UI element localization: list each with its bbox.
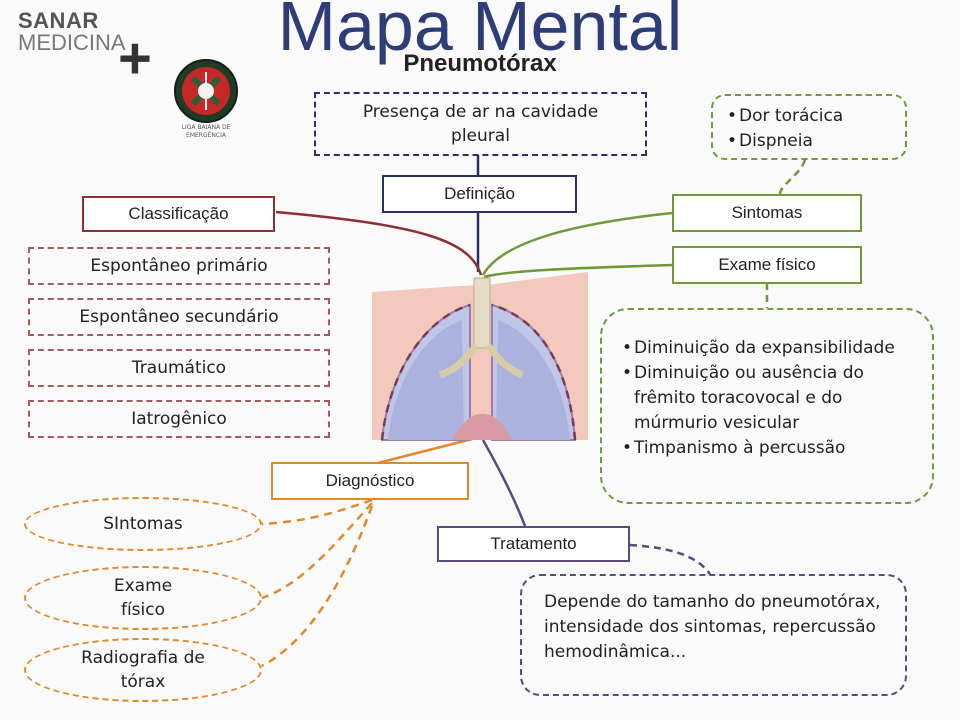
sintomas-label: Sintomas: [731, 203, 803, 222]
classificacao-item: Iatrogênico: [28, 400, 330, 438]
exame-fisico-list-item: Diminuição da expansibilidade: [622, 336, 926, 361]
classificacao-item-text: Espontâneo primário: [90, 256, 268, 276]
sintomas-node[interactable]: Sintomas: [672, 194, 862, 232]
classificacao-item: Espontâneo secundário: [28, 298, 330, 336]
sintomas-list: Dor torácica Dispneia: [727, 104, 905, 154]
page-subtitle: Pneumotórax: [403, 50, 557, 77]
page-title: Mapa Mental: [277, 0, 683, 65]
link-classificacao: [275, 210, 483, 276]
diagnostico-item-text: Radiografia de tórax: [81, 648, 205, 692]
exame-fisico-label: Exame físico: [718, 255, 816, 274]
crest-caption: LIGA BAIANA DE EMERGÊNCIA: [181, 124, 231, 139]
sintomas-list-item: Dispneia: [727, 129, 905, 154]
exame-fisico-list: Diminuição da expansibilidade Diminuição…: [622, 336, 926, 461]
diagnostico-item-text: SIntomas: [103, 514, 183, 534]
diagnostico-item: Radiografia de tórax: [24, 638, 262, 702]
classificacao-item-text: Iatrogênico: [131, 409, 227, 429]
link-sintomas-list: [778, 159, 807, 195]
link-tratamento: [481, 439, 527, 527]
link-diag-exame: [261, 502, 373, 600]
definicao-text-box: Presença de ar na cavidade pleural: [314, 92, 647, 156]
sintomas-list-box: Dor torácica Dispneia: [711, 94, 907, 160]
link-sintomas: [481, 211, 673, 276]
classificacao-item-text: Espontâneo secundário: [79, 307, 279, 327]
lung-illustration: [372, 272, 588, 441]
tratamento-label: Tratamento: [490, 534, 577, 553]
link-exame-fisico: [483, 263, 673, 279]
classificacao-label: Classificação: [128, 204, 229, 223]
link-diag-radiografia: [261, 505, 374, 668]
classificacao-item: Traumático: [28, 349, 330, 387]
classificacao-item: Espontâneo primário: [28, 247, 330, 285]
diagnostico-node[interactable]: Diagnóstico: [271, 462, 469, 500]
classificacao-item-text: Traumático: [131, 358, 227, 378]
league-crest-icon: [174, 59, 238, 123]
sanar-logo-bottom: MEDICINA: [18, 30, 126, 55]
definicao-text: Presença de ar na cavidade pleural: [362, 102, 599, 146]
diagnostico-label: Diagnóstico: [325, 471, 415, 490]
tratamento-node[interactable]: Tratamento: [437, 526, 630, 562]
plus-sign: +: [118, 26, 152, 91]
exame-fisico-list-item: Timpanismo à percussão: [622, 436, 926, 461]
diagnostico-item-text: Exame físico: [113, 576, 173, 620]
sintomas-list-item: Dor torácica: [727, 104, 905, 129]
tratamento-text-box: Depende do tamanho do pneumotórax, inten…: [520, 574, 907, 696]
diagnostico-item: Exame físico: [24, 566, 262, 630]
exame-fisico-list-box: Diminuição da expansibilidade Diminuição…: [600, 308, 934, 504]
diagnostico-item: SIntomas: [24, 497, 262, 551]
exame-fisico-node[interactable]: Exame físico: [672, 246, 862, 284]
exame-fisico-list-item: Diminuição ou ausência do frêmito toraco…: [622, 361, 926, 436]
link-diag-sintomas: [261, 498, 373, 526]
tratamento-text: Depende do tamanho do pneumotórax, inten…: [544, 592, 881, 662]
classificacao-node[interactable]: Classificação: [82, 196, 275, 232]
sanar-logo-top: SANAR: [18, 8, 99, 33]
definicao-node[interactable]: Definição: [382, 175, 577, 213]
definicao-label: Definição: [444, 184, 515, 203]
link-diagnostico: [369, 436, 477, 467]
link-tratamento-text: [629, 543, 712, 575]
